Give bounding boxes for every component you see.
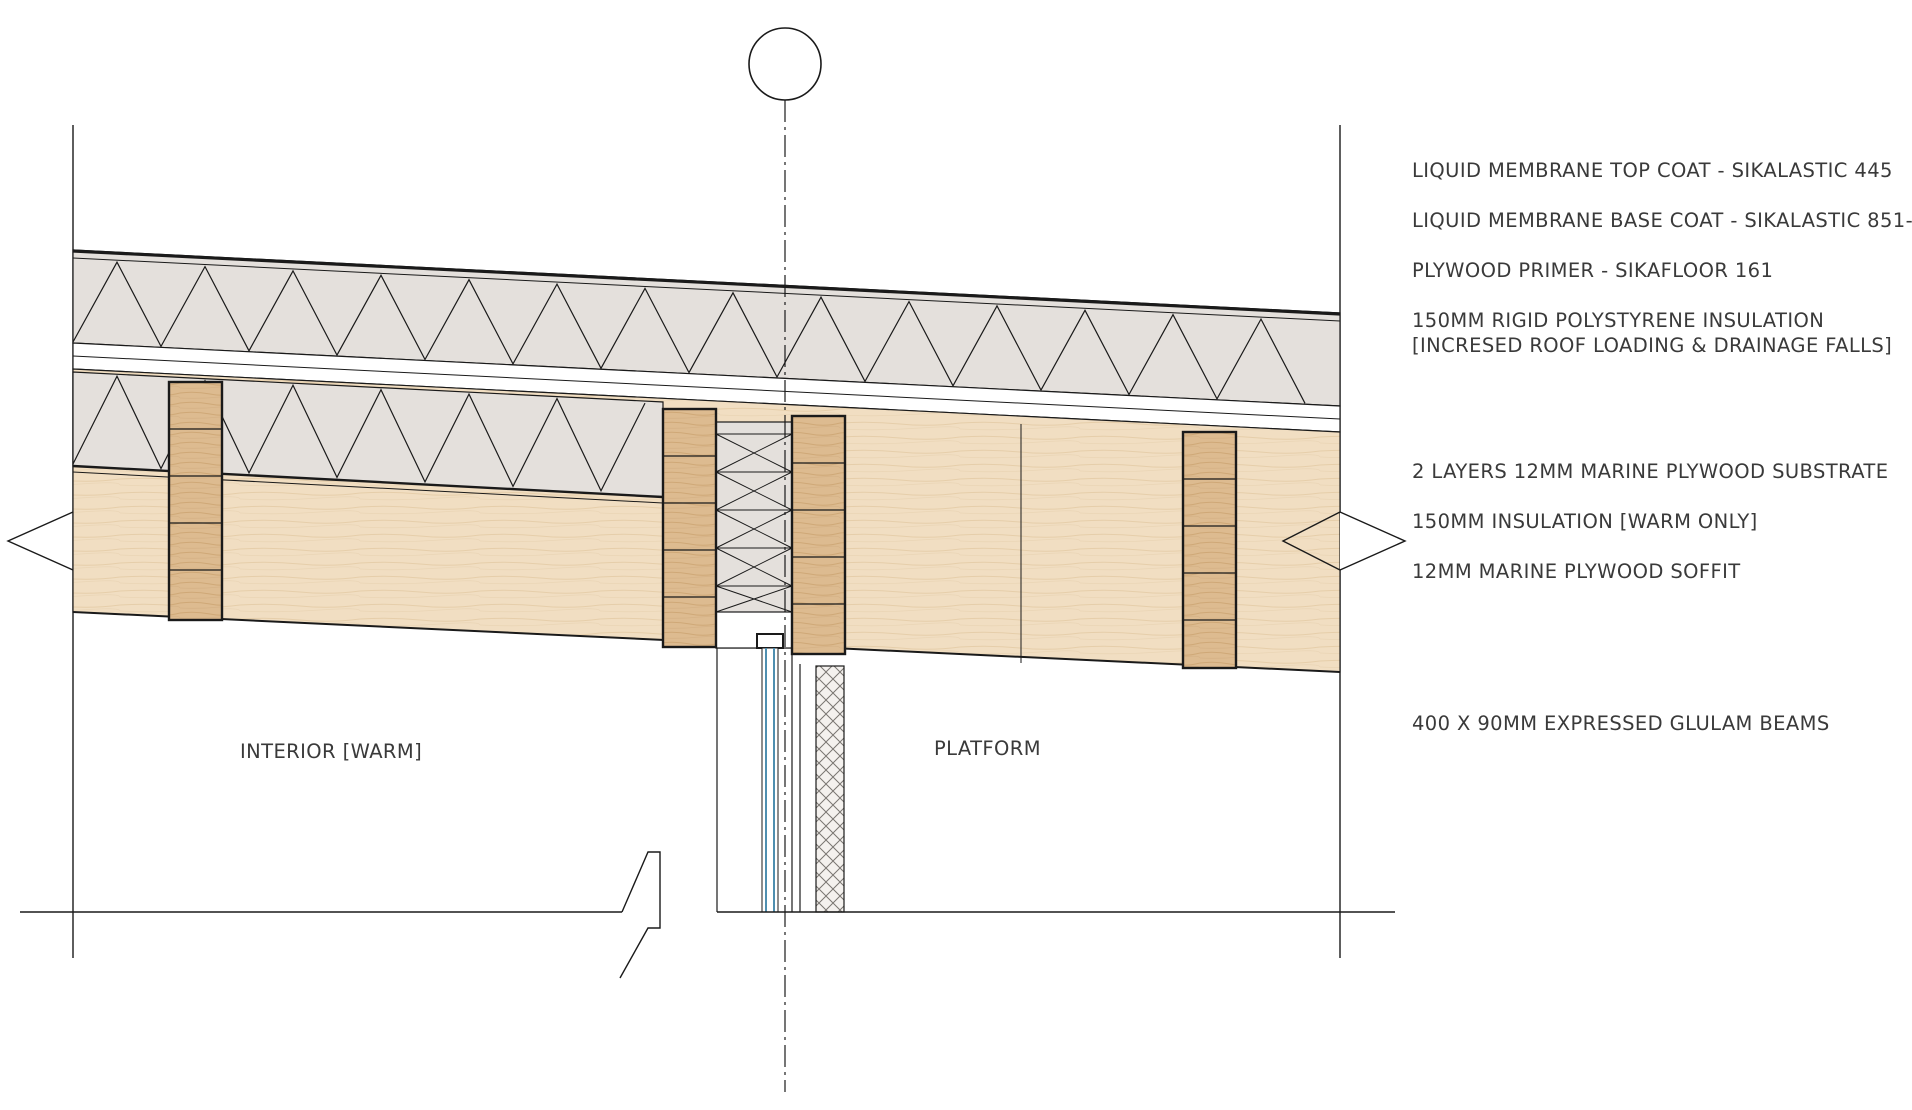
annotation-membrane-top-coat: LIQUID MEMBRANE TOP COAT - SIKALASTIC 44… <box>1412 159 1893 182</box>
break-line-left <box>6 511 74 571</box>
annotation-plywood-primer: PLYWOOD PRIMER - SIKAFLOOR 161 <box>1412 259 1773 282</box>
cavity-insulation-box <box>715 421 793 649</box>
room-label-interior: INTERIOR [WARM] <box>240 740 422 763</box>
annotation-rigid-insulation: 150MM RIGID POLYSTYRENE INSULATION <box>1412 309 1824 332</box>
break-line-right <box>1281 511 1407 571</box>
glulam-beam <box>1181 430 1238 670</box>
annotation-plywood-soffit: 12MM MARINE PLYWOOD SOFFIT <box>1412 560 1741 583</box>
annotation-plywood-substrate: 2 LAYERS 12MM MARINE PLYWOOD SUBSTRATE <box>1412 460 1888 483</box>
annotation-warm-insulation: 150MM INSULATION [WARM ONLY] <box>1412 510 1758 533</box>
room-label-platform: PLATFORM <box>934 737 1041 760</box>
annotation-rigid-insulation-note: [INCRESED ROOF LOADING & DRAINAGE FALLS] <box>1412 334 1892 357</box>
liquid-membrane-layer <box>72 249 1341 322</box>
cladding-wall <box>799 664 845 913</box>
glulam-beam <box>661 407 718 649</box>
glazing-frame <box>716 633 793 913</box>
floor-line <box>20 851 1395 979</box>
glulam-beam <box>167 380 224 622</box>
annotation-glulam-beams: 400 X 90MM EXPRESSED GLULAM BEAMS <box>1412 712 1830 735</box>
material-annotations: LIQUID MEMBRANE TOP COAT - SIKALASTIC 44… <box>1412 159 1912 735</box>
glulam-beam <box>790 414 847 656</box>
annotation-membrane-base-coat: LIQUID MEMBRANE BASE COAT - SIKALASTIC 8… <box>1412 209 1912 232</box>
grid-line-marker <box>748 27 822 101</box>
